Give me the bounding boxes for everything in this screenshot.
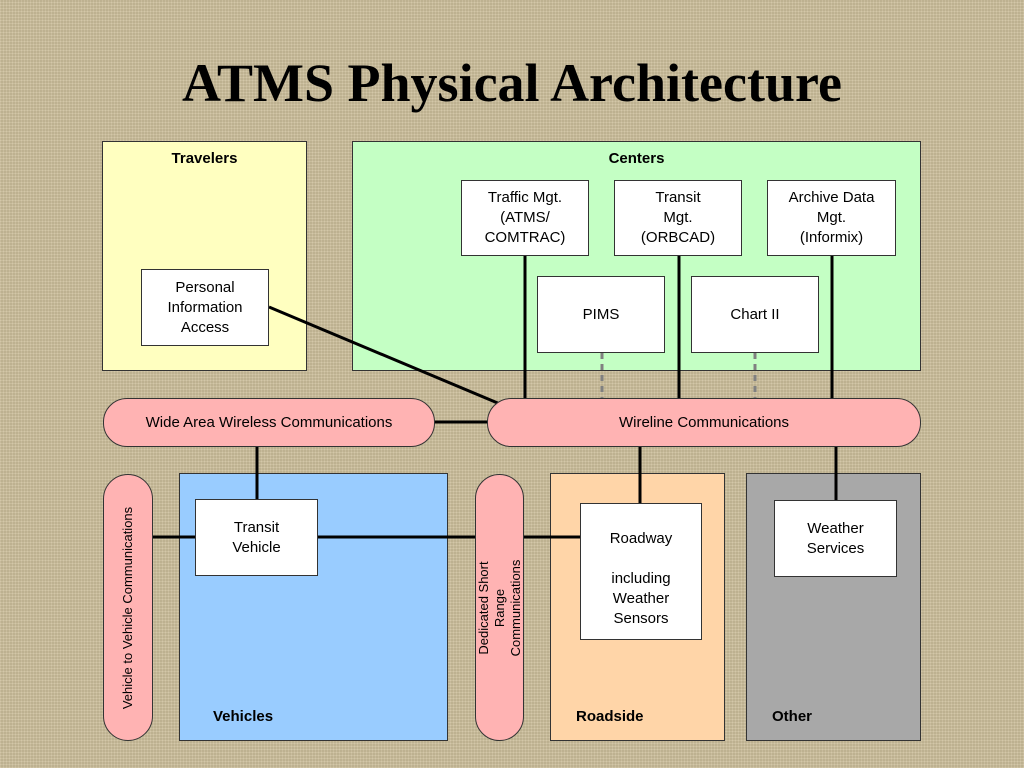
- dedicated-short-range-communications: Dedicated Short Range Communications: [475, 474, 524, 741]
- archive-data-mgt-box: Archive Data Mgt. (Informix): [767, 180, 896, 256]
- roadway-box: Roadway including Weather Sensors: [580, 503, 702, 640]
- travelers-label: Travelers: [171, 150, 238, 167]
- roadside-label: Roadside: [576, 708, 644, 725]
- personal-information-access-box: Personal Information Access: [141, 269, 269, 346]
- pims-box: PIMS: [537, 276, 665, 353]
- vehicle-to-vehicle-label: Vehicle to Vehicle Communications: [120, 506, 135, 709]
- vehicle-to-vehicle-communications: Vehicle to Vehicle Communications: [103, 474, 153, 741]
- transit-vehicle-box: Transit Vehicle: [195, 499, 318, 576]
- chart-ii-box: Chart II: [691, 276, 819, 353]
- vehicles-label: Vehicles: [213, 708, 274, 725]
- dedicated-short-range-label: Dedicated Short Range Communications: [475, 559, 523, 656]
- transit-mgt-box: Transit Mgt. (ORBCAD): [614, 180, 742, 256]
- traffic-mgt-box: Traffic Mgt. (ATMS/ COMTRAC): [461, 180, 589, 256]
- page-title: ATMS Physical Architecture: [182, 53, 842, 113]
- wide-area-wireless-communications: Wide Area Wireless Communications: [103, 398, 435, 447]
- wireline-communications: Wireline Communications: [487, 398, 921, 447]
- weather-services-box: Weather Services: [774, 500, 897, 577]
- centers-label: Centers: [608, 150, 665, 167]
- other-label: Other: [772, 708, 813, 725]
